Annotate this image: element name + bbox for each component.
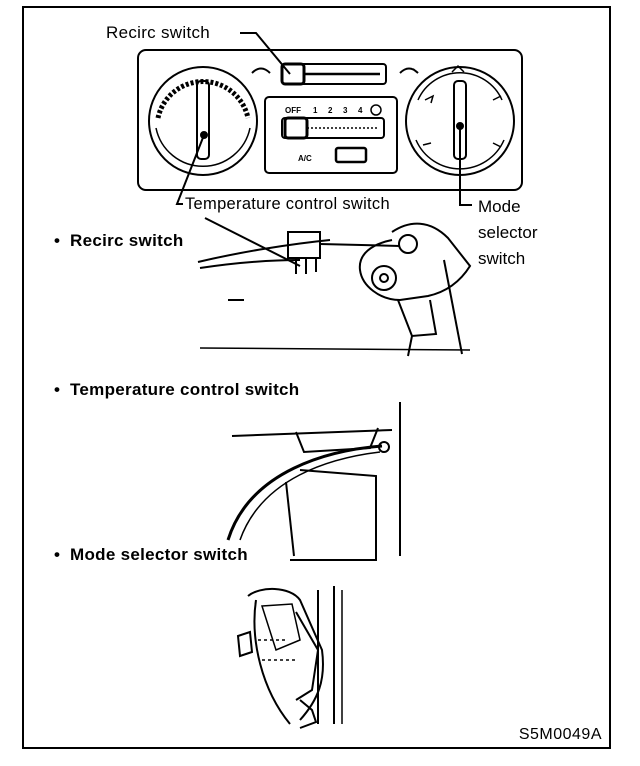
recirc-switch-callout: Recirc switch <box>106 23 211 42</box>
section-bullet-mode: • <box>54 545 60 564</box>
section-title-recirc: Recirc switch <box>70 231 184 250</box>
fan-label-1: 1 <box>313 106 318 115</box>
fan-icon <box>370 104 382 116</box>
mode-detail-sketch <box>236 586 343 729</box>
section-bullet-recirc: • <box>54 231 60 250</box>
temperature-dial <box>148 66 258 176</box>
mode-callout-line-2: selector <box>478 223 538 242</box>
control-panel <box>137 49 523 191</box>
recirc-detail-sketch <box>197 217 472 357</box>
fan-label-4: 4 <box>358 106 363 115</box>
temperature-detail-sketch <box>226 402 401 561</box>
fan-label-3: 3 <box>343 106 348 115</box>
figure-code: S5M0049A <box>518 726 602 743</box>
fan-label-2: 2 <box>328 106 333 115</box>
temperature-control-switch-callout: Temperature control switch <box>185 195 390 213</box>
section-title-temperature: Temperature control switch <box>70 380 300 399</box>
fan-label-off: OFF <box>285 106 301 115</box>
fan-box <box>264 96 398 174</box>
mode-callout-line-1: Mode <box>478 197 521 216</box>
section-title-mode: Mode selector switch <box>70 545 248 564</box>
leader-lines <box>175 32 472 206</box>
ac-label: A/C <box>298 154 312 163</box>
recirc-slider <box>251 62 419 86</box>
figure-frame <box>22 6 611 749</box>
mode-callout-line-3: switch <box>478 249 526 268</box>
section-bullet-temperature: • <box>54 380 60 399</box>
mode-selector-switch-callout: Mode selector switch <box>478 194 538 272</box>
